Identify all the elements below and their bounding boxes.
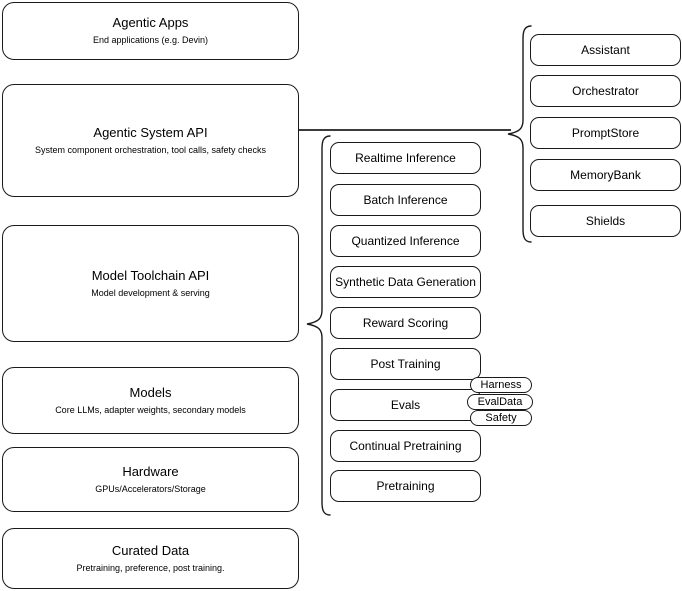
agentic-system-component-memorybank[interactable]: MemoryBank — [530, 159, 681, 191]
layer-subtitle: End applications (e.g. Devin) — [92, 35, 209, 45]
mini-pill-label: Harness — [480, 379, 522, 391]
layer-title: Agentic Apps — [112, 15, 189, 30]
layer-title: Model Toolchain API — [91, 267, 210, 283]
agentic-system-component-assistant[interactable]: Assistant — [530, 34, 681, 66]
connector-line-agentic-system — [299, 129, 511, 131]
layer-title: Curated Data — [111, 542, 190, 558]
pill-label: PromptStore — [571, 126, 640, 140]
layer-subtitle: GPUs/Accelerators/Storage — [95, 483, 206, 494]
pill-label: Continual Pretraining — [349, 439, 462, 453]
agentic-system-component-orchestrator[interactable]: Orchestrator — [530, 75, 681, 107]
layer-subtitle: Core LLMs, adapter weights, secondary mo… — [55, 404, 246, 415]
pill-label: Realtime Inference — [355, 151, 456, 165]
brace-agentic-system — [506, 24, 532, 246]
toolchain-component-quantized-inference[interactable]: Quantized Inference — [330, 225, 481, 257]
pill-label: Pretraining — [376, 479, 435, 493]
mini-pill-label: EvalData — [477, 396, 523, 408]
agentic-system-component-promptstore[interactable]: PromptStore — [530, 117, 681, 149]
stack-layer-hardware[interactable]: Hardware GPUs/Accelerators/Storage — [2, 447, 299, 512]
toolchain-component-evals[interactable]: Evals — [330, 389, 481, 421]
pill-label: Shields — [585, 214, 626, 228]
layer-subtitle: System component orchestration, tool cal… — [34, 144, 267, 155]
pill-label: Orchestrator — [572, 84, 639, 98]
layer-title: Agentic System API — [93, 124, 208, 140]
agentic-system-component-shields[interactable]: Shields — [530, 205, 681, 237]
toolchain-component-batch-inference[interactable]: Batch Inference — [330, 184, 481, 216]
pill-label: MemoryBank — [570, 168, 641, 182]
evals-subcomponent-evaldata[interactable]: EvalData — [467, 394, 533, 410]
stack-layer-agentic-apps[interactable]: Agentic Apps End applications (e.g. Devi… — [2, 2, 299, 60]
toolchain-component-reward-scoring[interactable]: Reward Scoring — [330, 307, 481, 339]
toolchain-component-post-training[interactable]: Post Training — [330, 348, 481, 380]
stack-layer-curated-data[interactable]: Curated Data Pretraining, preference, po… — [2, 528, 299, 589]
evals-subcomponent-harness[interactable]: Harness — [470, 377, 532, 393]
pill-label: Batch Inference — [363, 193, 448, 207]
toolchain-component-pretraining[interactable]: Pretraining — [330, 470, 481, 502]
toolchain-component-continual-pretraining[interactable]: Continual Pretraining — [330, 430, 481, 462]
stack-layer-models[interactable]: Models Core LLMs, adapter weights, secon… — [2, 367, 299, 434]
layer-subtitle: Model development & serving — [91, 287, 210, 298]
pill-label: Post Training — [370, 357, 441, 371]
pill-label: Assistant — [581, 43, 630, 57]
pill-label: Evals — [390, 398, 421, 412]
pill-label: Quantized Inference — [351, 234, 460, 248]
layer-title: Hardware — [122, 463, 179, 479]
pill-label: Synthetic Data Generation — [335, 275, 476, 289]
stack-layer-model-toolchain-api[interactable]: Model Toolchain API Model development & … — [2, 225, 299, 342]
pill-label: Reward Scoring — [362, 316, 449, 330]
stack-layer-agentic-system-api[interactable]: Agentic System API System component orch… — [2, 84, 299, 197]
mini-pill-label: Safety — [485, 412, 517, 424]
layer-title: Models — [129, 384, 172, 400]
toolchain-component-realtime-inference[interactable]: Realtime Inference — [330, 142, 481, 174]
evals-subcomponent-safety[interactable]: Safety — [470, 410, 532, 426]
brace-model-toolchain — [305, 134, 331, 518]
toolchain-component-synthetic-data-generation[interactable]: Synthetic Data Generation — [330, 266, 481, 298]
layer-subtitle: Pretraining, preference, post training. — [76, 562, 225, 573]
